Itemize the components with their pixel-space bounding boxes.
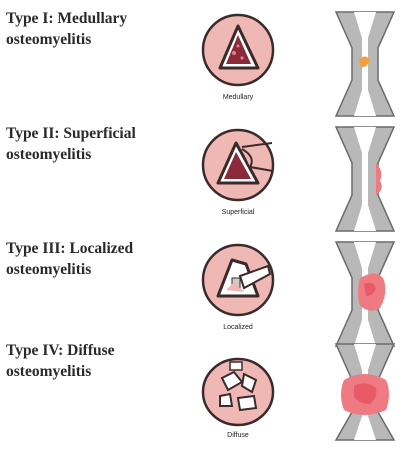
cross-section-localized: Localized	[198, 238, 278, 338]
row-title: Type III: Localized osteomyelitis	[6, 238, 176, 280]
cross-section-label: Diffuse	[227, 432, 249, 439]
row-title: Type II: Superficial osteomyelitis	[6, 123, 176, 165]
cross-section-label: Localized	[223, 324, 253, 331]
cross-section-medullary: Medullary	[198, 8, 278, 108]
type-row-superficial: Type II: Superficial osteomyelitis Super…	[0, 123, 412, 235]
cross-section-superficial: Superficial	[198, 123, 278, 223]
cross-section-label: Superficial	[222, 209, 255, 216]
row-title: Type I: Medullary osteomyelitis	[6, 8, 176, 50]
type-row-diffuse: Type IV: Diffuse osteomyelitis Diffuse	[0, 340, 412, 452]
type-subtitle: osteomyelitis	[6, 29, 176, 50]
type-label: Type II: Superficial	[6, 123, 176, 144]
type-label: Type I: Medullary	[6, 8, 176, 29]
bone-diagram-superficial	[330, 123, 400, 235]
type-row-medullary: Type I: Medullary osteomyelitis Medullar…	[0, 8, 412, 120]
type-row-localized: Type III: Localized osteomyelitis Locali…	[0, 238, 412, 350]
cross-section-label: Medullary	[223, 94, 254, 101]
bone-diagram-localized	[330, 238, 400, 350]
cross-section-diffuse: Diffuse	[198, 340, 278, 440]
type-subtitle: osteomyelitis	[6, 361, 176, 382]
bone-diagram-diffuse	[330, 340, 400, 452]
row-title: Type IV: Diffuse osteomyelitis	[6, 340, 176, 382]
type-subtitle: osteomyelitis	[6, 144, 176, 165]
type-label: Type III: Localized	[6, 238, 176, 259]
bone-diagram-medullary	[330, 8, 400, 120]
type-subtitle: osteomyelitis	[6, 259, 176, 280]
type-label: Type IV: Diffuse	[6, 340, 176, 361]
